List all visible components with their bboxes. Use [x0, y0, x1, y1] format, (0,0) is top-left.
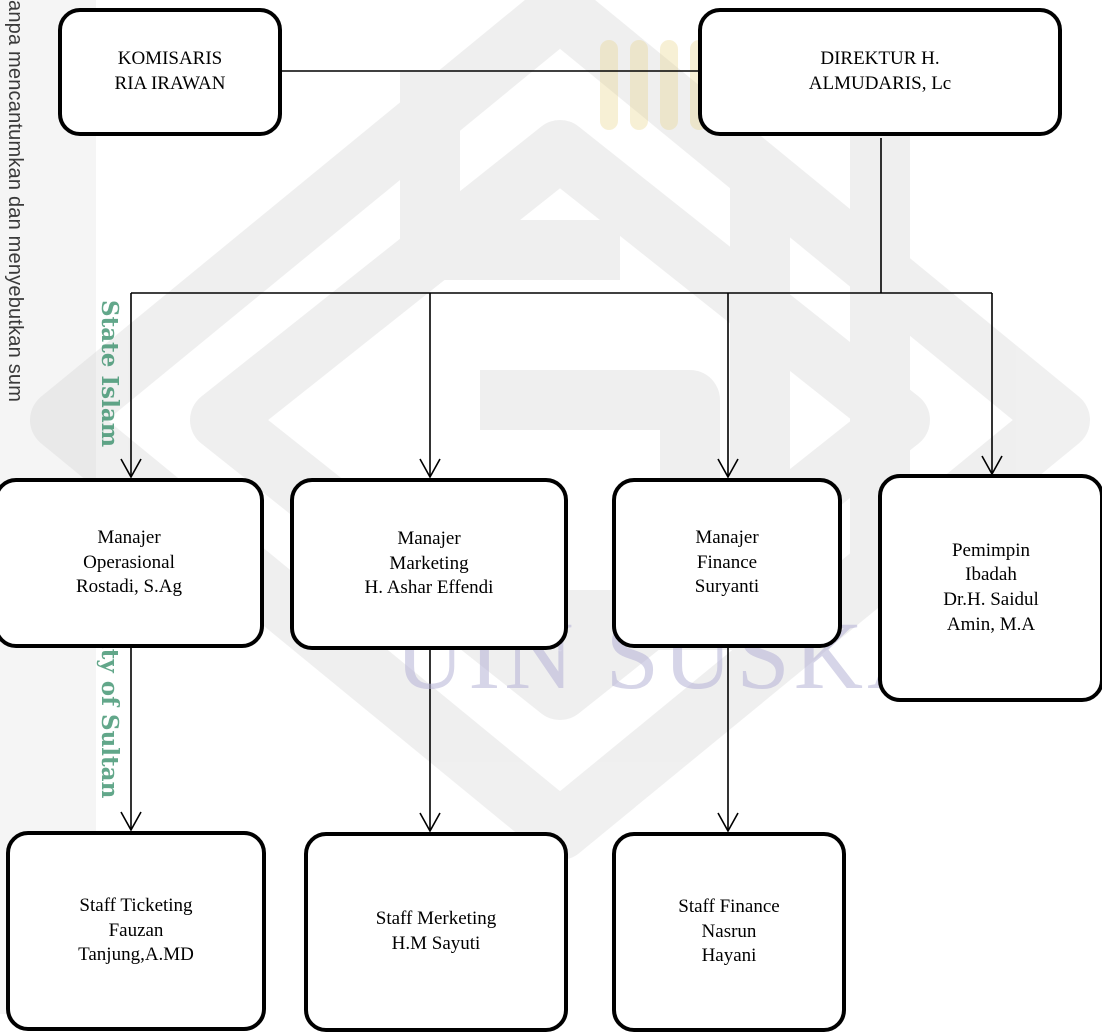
manager-marketing-box: Manajer Marketing H. Ashar Effendi: [290, 478, 568, 650]
manager-finance-line3: Suryanti: [694, 576, 760, 598]
vertical-watermark-top: State Islam: [96, 300, 123, 448]
manager-marketing-line2: Marketing: [389, 552, 469, 574]
staff-ticketing-line2: Fauzan: [108, 919, 164, 941]
pemimpin-ibadah-line3: Dr.H. Saidul: [943, 589, 1039, 610]
side-watermark-text: anpa mencantumkan dan menyebutkan sum: [4, 0, 26, 403]
staff-marketing-line2: H.M Sayuti: [391, 933, 481, 954]
komisaris-name: RIA IRAWAN: [114, 73, 226, 94]
manager-marketing-line3: H. Ashar Effendi: [364, 577, 494, 599]
staff-marketing-line1: Staff Merketing: [375, 908, 497, 930]
direktur-box: DIREKTUR H. ALMUDARIS, Lc: [698, 8, 1062, 136]
manager-operasional-line1: Manajer: [97, 526, 161, 548]
manager-finance-line2: Finance: [696, 551, 758, 573]
staff-finance-line1: Staff Finance: [678, 895, 780, 917]
pemimpin-ibadah-line2: Ibadah: [965, 564, 1017, 586]
pemimpin-ibadah-box: Pemimpin Ibadah Dr.H. Saidul Amin, M.A: [878, 474, 1102, 702]
staff-ticketing-line3: Tanjung,A.MD: [78, 944, 194, 966]
komisaris-box: KOMISARIS RIA IRAWAN: [58, 8, 282, 136]
staff-finance-box: Staff Finance Nasrun Hayani: [612, 832, 846, 1032]
manager-operasional-line2: Operasional: [83, 551, 175, 573]
manager-operasional-line3: Rostadi, S.Ag: [75, 576, 183, 598]
manager-finance-line1: Manajer: [695, 526, 759, 548]
pemimpin-ibadah-line1: Pemimpin: [951, 539, 1031, 561]
vertical-watermark-bottom: ity of Sultan: [96, 640, 123, 799]
staff-finance-line3: Hayani: [701, 945, 757, 967]
manager-finance-box: Manajer Finance Suryanti: [612, 478, 842, 648]
direktur-name: ALMUDARIS, Lc: [808, 73, 952, 94]
direktur-title: DIREKTUR H.: [820, 48, 940, 70]
manager-operasional-box: Manajer Operasional Rostadi, S.Ag: [0, 478, 264, 648]
komisaris-title: KOMISARIS: [117, 48, 223, 70]
pemimpin-ibadah-line4: Amin, M.A: [946, 613, 1036, 635]
staff-marketing-box: Staff Merketing H.M Sayuti: [304, 832, 568, 1032]
staff-ticketing-box: Staff Ticketing Fauzan Tanjung,A.MD: [6, 831, 266, 1031]
staff-ticketing-line1: Staff Ticketing: [79, 894, 193, 916]
staff-finance-line2: Nasrun: [701, 920, 757, 942]
manager-marketing-line1: Manajer: [397, 527, 461, 549]
